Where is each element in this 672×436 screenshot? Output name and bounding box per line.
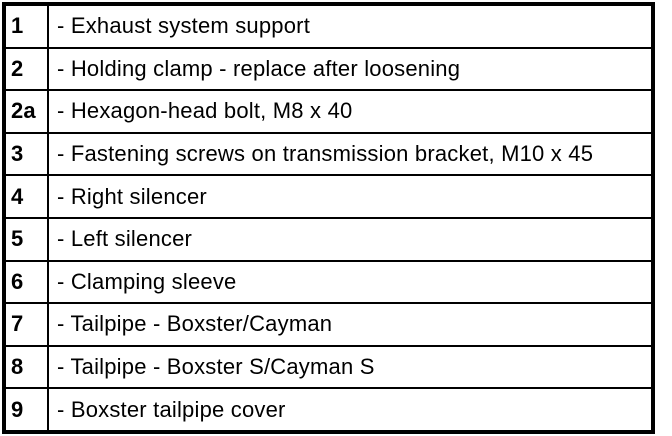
part-number-cell: 9	[6, 389, 49, 430]
part-description-cell: - Boxster tailpipe cover	[57, 396, 286, 422]
part-number-cell: 5	[6, 218, 49, 260]
table-row: 8 - Tailpipe - Boxster S/Cayman S	[6, 344, 651, 388]
part-number-cell: 2a	[6, 91, 49, 132]
part-description-cell: - Left silencer	[57, 226, 193, 252]
part-description-cell: - Exhaust system support	[57, 13, 311, 39]
table-row: 7 - Tailpipe - Boxster/Cayman	[6, 302, 651, 345]
part-description-cell: - Tailpipe - Boxster/Cayman	[57, 311, 333, 337]
parts-table: 1 - Exhaust system support 2 - Holding c…	[2, 2, 655, 434]
table-row: 3 - Fastening screws on transmission bra…	[6, 131, 651, 175]
part-number-cell: 4	[6, 176, 49, 217]
table-row: 9 - Boxster tailpipe cover	[6, 387, 651, 430]
part-number-cell: 3	[6, 133, 49, 175]
part-description-cell: - Holding clamp - replace after loosenin…	[57, 55, 461, 81]
part-number-cell: 8	[6, 346, 49, 388]
table-row: 5 - Left silencer	[6, 216, 651, 260]
table-row: 6 - Clamping sleeve	[6, 259, 651, 303]
part-number-cell: 1	[6, 6, 49, 47]
part-number-cell: 7	[6, 304, 49, 345]
table-row: 1 - Exhaust system support	[6, 6, 651, 47]
part-description-cell: - Fastening screws on transmission brack…	[57, 141, 594, 167]
table-row: 2a - Hexagon-head bolt, M8 x 40	[6, 89, 651, 132]
part-description-cell: - Tailpipe - Boxster S/Cayman S	[57, 354, 375, 380]
part-number-cell: 6	[6, 261, 49, 303]
part-description-cell: - Hexagon-head bolt, M8 x 40	[57, 98, 353, 124]
part-number-cell: 2	[6, 48, 49, 90]
table-row: 4 - Right silencer	[6, 174, 651, 217]
part-description-cell: - Right silencer	[57, 183, 207, 209]
part-description-cell: - Clamping sleeve	[57, 268, 237, 294]
table-row: 2 - Holding clamp - replace after loosen…	[6, 46, 651, 90]
